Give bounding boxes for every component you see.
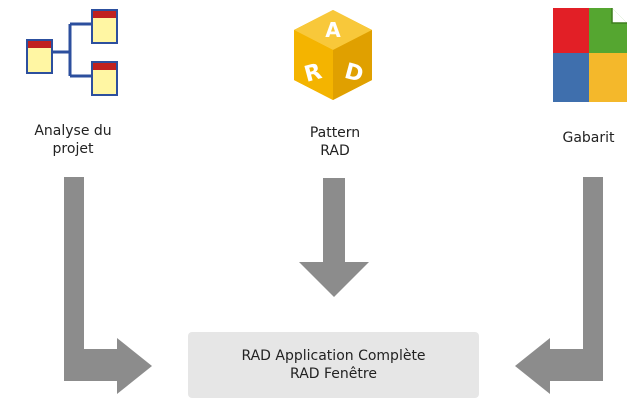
source-label-template: Gabarit: [562, 130, 615, 146]
source-label-pattern: Pattern RAD: [309, 125, 361, 159]
arrow-center-flow: [299, 178, 369, 297]
arrow-left-flow: [64, 177, 152, 394]
source-label-analysis: Analyse du projet: [34, 123, 112, 157]
result-box: RAD Application Complète RAD Fenêtre: [188, 332, 479, 398]
rad-cube-icon: A R D: [294, 10, 372, 100]
svg-text:A: A: [325, 18, 341, 42]
svg-text:R: R: [302, 59, 325, 88]
result-line-2: RAD Fenêtre: [290, 366, 377, 382]
project-analysis-icon: [26, 9, 118, 96]
template-grid-icon: [553, 8, 627, 102]
arrow-right-flow: [515, 177, 603, 394]
result-line-1: RAD Application Complète: [241, 348, 426, 364]
